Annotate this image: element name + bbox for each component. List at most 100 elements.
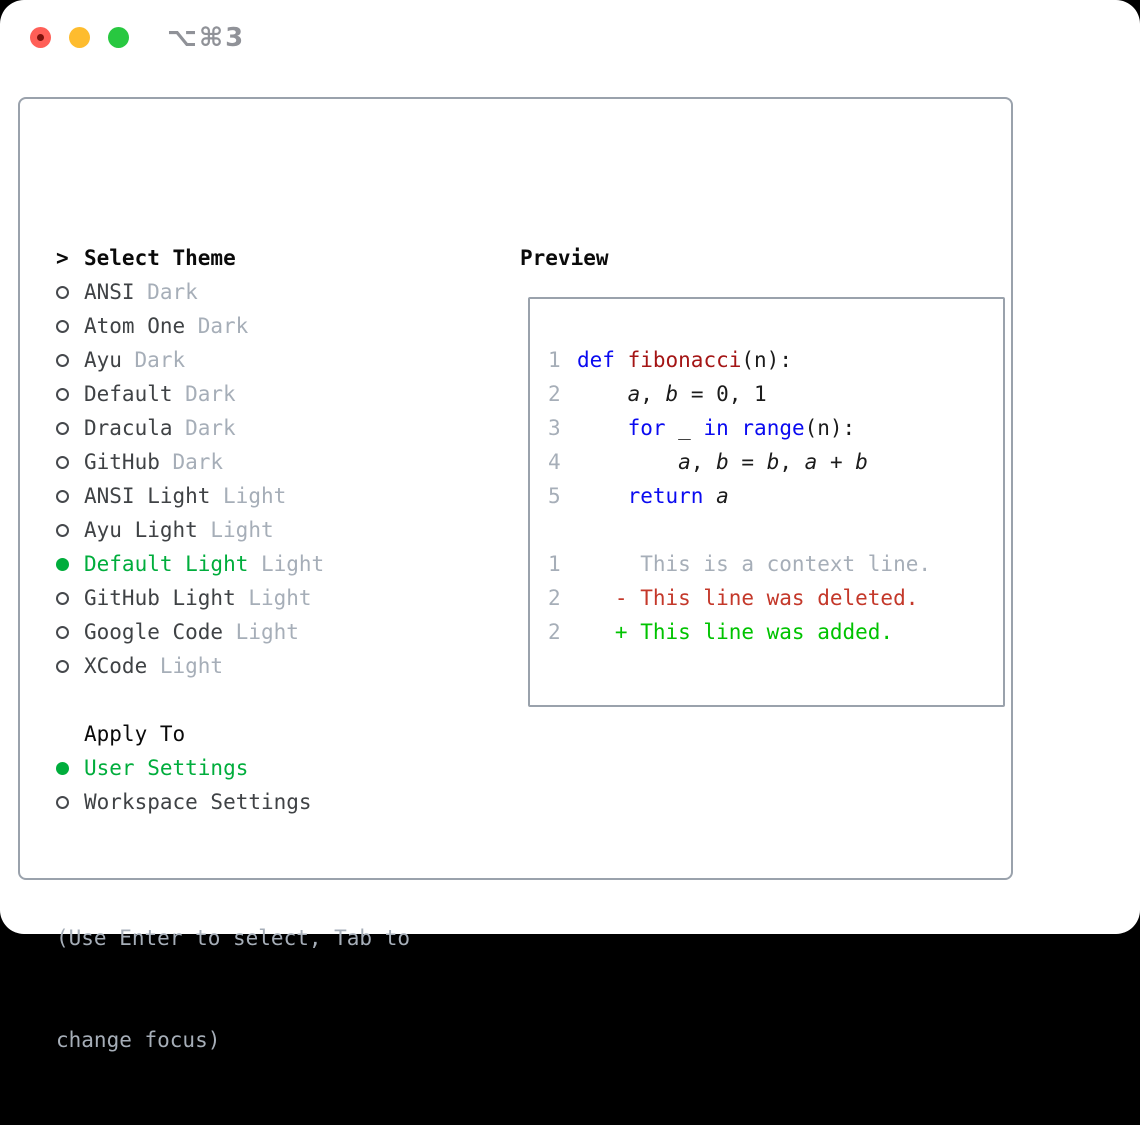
code-text: + This line was added.: [577, 615, 893, 649]
theme-tag: Dark: [185, 416, 236, 440]
preview-line: 2 + This line was added.: [548, 615, 1003, 649]
theme-option[interactable]: Ayu Dark: [56, 343, 410, 377]
radio-marker: [56, 286, 84, 299]
zoom-button[interactable]: [108, 27, 129, 48]
preview-line: 2 - This line was deleted.: [548, 581, 1003, 615]
theme-name: Google Code: [84, 620, 223, 644]
theme-tag: Dark: [135, 348, 186, 372]
theme-name: XCode: [84, 654, 147, 678]
line-number: 5: [548, 479, 577, 513]
theme-option[interactable]: XCode Light: [56, 649, 410, 683]
apply-option[interactable]: Workspace Settings: [56, 785, 410, 819]
theme-tag: Dark: [185, 382, 236, 406]
apply-to-label: Apply To: [84, 722, 185, 746]
radio-selected-icon: [56, 558, 69, 571]
theme-option[interactable]: ANSI Dark: [56, 275, 410, 309]
radio-unselected-icon: [56, 456, 69, 469]
line-number: 3: [548, 411, 577, 445]
radio-unselected-icon: [56, 660, 69, 673]
radio-marker: [56, 660, 84, 673]
theme-option[interactable]: Atom One Dark: [56, 309, 410, 343]
theme-name: GitHub Light: [84, 586, 236, 610]
hint-line-1: (Use Enter to select, Tab to: [56, 921, 410, 955]
code-text: a, b = b, a + b: [577, 445, 868, 479]
window-title: ⌥⌘3: [167, 23, 245, 53]
hint-line-2: change focus): [56, 1023, 410, 1057]
radio-marker: [56, 762, 84, 775]
theme-name: Dracula: [84, 416, 173, 440]
radio-marker: [56, 796, 84, 809]
select-theme-header: >Select Theme: [56, 241, 410, 275]
line-number: 2: [548, 615, 577, 649]
preview-line: 2 a, b = 0, 1: [548, 377, 1003, 411]
preview-line: 3 for _ in range(n):: [548, 411, 1003, 445]
theme-tag: Light: [248, 586, 311, 610]
minimize-button[interactable]: [69, 27, 90, 48]
line-number: [548, 513, 577, 547]
radio-unselected-icon: [56, 388, 69, 401]
code-text: return a: [577, 479, 729, 513]
theme-name: ANSI: [84, 280, 135, 304]
code-text: - This line was deleted.: [577, 581, 918, 615]
radio-marker: [56, 626, 84, 639]
theme-tag: Dark: [147, 280, 198, 304]
radio-marker: [56, 524, 84, 537]
theme-tag: Light: [210, 518, 273, 542]
close-button[interactable]: [30, 27, 51, 48]
theme-tag: Dark: [172, 450, 223, 474]
line-number: 1: [548, 343, 577, 377]
theme-name: Atom One: [84, 314, 185, 338]
radio-unselected-icon: [56, 286, 69, 299]
radio-unselected-icon: [56, 422, 69, 435]
radio-marker: [56, 456, 84, 469]
theme-tag: Dark: [198, 314, 249, 338]
theme-option[interactable]: ANSI Light Light: [56, 479, 410, 513]
radio-marker: [56, 354, 84, 367]
theme-option[interactable]: Default Light Light: [56, 547, 410, 581]
preview-line: 4 a, b = b, a + b: [548, 445, 1003, 479]
radio-marker: [56, 388, 84, 401]
line-number: 2: [548, 377, 577, 411]
theme-option[interactable]: Google Code Light: [56, 615, 410, 649]
radio-marker: [56, 558, 84, 571]
theme-tag: Light: [236, 620, 299, 644]
theme-option[interactable]: GitHub Light Light: [56, 581, 410, 615]
apply-option[interactable]: User Settings: [56, 751, 410, 785]
radio-unselected-icon: [56, 354, 69, 367]
prompt-icon: >: [56, 246, 84, 270]
preview-line: 1 This is a context line.: [548, 547, 1003, 581]
preview-label: Preview: [520, 241, 609, 275]
theme-name: ANSI Light: [84, 484, 210, 508]
radio-unselected-icon: [56, 320, 69, 333]
radio-unselected-icon: [56, 524, 69, 537]
apply-name: User Settings: [84, 756, 248, 780]
radio-unselected-icon: [56, 592, 69, 605]
theme-tag: Light: [223, 484, 286, 508]
radio-unselected-icon: [56, 626, 69, 639]
code-text: for _ in range(n):: [577, 411, 855, 445]
theme-name: Default Light: [84, 552, 248, 576]
unsaved-dot-icon: [37, 34, 44, 41]
radio-marker: [56, 592, 84, 605]
apply-to-header: Apply To: [56, 717, 410, 751]
select-theme-label: Select Theme: [84, 246, 236, 270]
code-text: This is a context line.: [577, 547, 931, 581]
theme-name: Ayu: [84, 348, 122, 372]
radio-unselected-icon: [56, 490, 69, 503]
line-number: 2: [548, 581, 577, 615]
theme-tag: Light: [261, 552, 324, 576]
radio-marker: [56, 490, 84, 503]
title-bar: ⌥⌘3: [0, 0, 1140, 76]
line-number: 1: [548, 547, 577, 581]
spacer: [56, 683, 410, 717]
radio-marker: [56, 422, 84, 435]
theme-tag: Light: [160, 654, 223, 678]
theme-option[interactable]: Dracula Dark: [56, 411, 410, 445]
